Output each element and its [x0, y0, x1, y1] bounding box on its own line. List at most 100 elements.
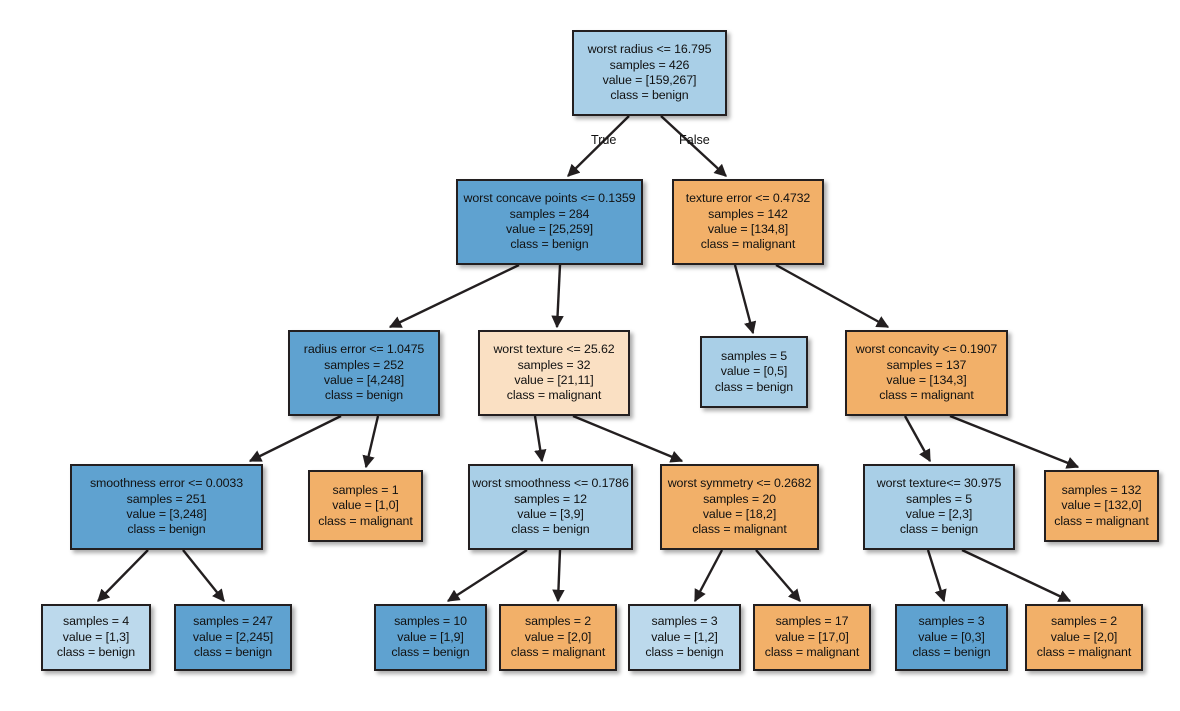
node-line: class = benign [324, 388, 404, 403]
node-line: worst radius <= 16.795 [587, 42, 712, 57]
node-line: texture error <= 0.4732 [685, 191, 811, 206]
node-line: value = [3,248] [126, 507, 207, 521]
node-line: worst smoothness <= 0.1786 [472, 476, 629, 491]
edge-concave-points-to-radius-error [388, 263, 520, 329]
edge-texture-error-to-worst-concavity [775, 263, 890, 329]
node-line: value = [3,9] [517, 507, 584, 521]
node-line: class = benign [391, 645, 470, 660]
node-line: value = [2,0] [524, 629, 592, 644]
node-line: samples = 17 [775, 614, 849, 629]
node-line: class = malignant [506, 388, 602, 403]
node-line: worst texture <= 25.62 [493, 342, 615, 357]
edge-worst-texture30-to-leaf2b [961, 548, 1072, 603]
node-line: samples = 284 [509, 206, 590, 221]
edge-label-false: False [679, 133, 710, 147]
node-line: samples = 3 [918, 614, 985, 629]
node-line: class = benign [899, 522, 979, 537]
node-line: value = [134,8] [707, 222, 789, 236]
edge-worst-texture30-to-leaf3b [926, 549, 947, 603]
node-line: value = [1,0] [332, 498, 399, 513]
node-line: samples = 132 [1061, 482, 1142, 497]
node-line: class = malignant [692, 522, 787, 537]
node-line: value = [134,3] [886, 373, 967, 387]
node-line: value = [159,267] [602, 73, 697, 87]
node-line: samples = 2 [524, 614, 592, 629]
node-line: class = malignant [510, 645, 606, 660]
node-line: samples = 2 [1050, 614, 1118, 629]
node-line: value = [0,5] [720, 364, 788, 379]
node-line: class = malignant [764, 645, 860, 660]
node-line: smoothness error <= 0.0033 [89, 476, 244, 491]
edge-smoothness-error-to-leaf247 [182, 549, 225, 602]
edge-worst-symmetry-to-leaf3a [693, 549, 724, 603]
node-line: value = [1,9] [397, 629, 464, 644]
node-line: value = [4,248] [323, 373, 405, 387]
edge-radius-error-to-smoothness-error [248, 414, 342, 463]
node-line: class = benign [714, 379, 794, 394]
edge-worst-smoothness-to-leaf2a [552, 549, 565, 603]
node-line: class = malignant [1054, 513, 1149, 528]
node-line: class = benign [56, 645, 136, 660]
node-line: value = [1,2] [651, 629, 718, 644]
node-line: class = benign [912, 645, 991, 660]
node-line: value = [2,0] [1050, 629, 1118, 644]
node-line: class = malignant [1036, 645, 1132, 660]
node-line: samples = 1 [332, 482, 399, 497]
edge-worst-concavity-to-leaf132 [949, 414, 1080, 469]
node-line: samples = 247 [193, 614, 273, 629]
node-line: value = [132,0] [1061, 498, 1142, 513]
node-line: value = [21,11] [514, 373, 594, 387]
node-line: samples = 142 [708, 206, 788, 221]
node-line: value = [25,259] [506, 222, 593, 236]
edge-smoothness-error-to-leaf4 [97, 549, 149, 602]
node-line: samples = 32 [517, 357, 591, 372]
node-line: worst texture<= 30.975 [876, 476, 1002, 491]
node-line: value = [0,3] [918, 629, 985, 644]
node-line: samples = 3 [651, 614, 718, 629]
edge-worst-smoothness-to-leaf10 [446, 548, 528, 603]
node-line: samples = 251 [126, 491, 207, 506]
node-line: class = malignant [700, 237, 796, 252]
node-line: value = [2,245] [192, 629, 274, 644]
edge-worst-concavity-to-worst-texture30 [903, 415, 932, 463]
node-line: samples = 5 [720, 348, 788, 363]
edge-texture-error-to-leaf5 [733, 264, 757, 335]
edge-worst-symmetry-to-leaf17 [755, 549, 801, 602]
node-line: worst concave points <= 0.1359 [463, 191, 636, 206]
node-line: radius error <= 1.0475 [303, 342, 425, 357]
node-line: value = [18,2] [702, 507, 777, 521]
node-line: class = benign [193, 645, 273, 660]
node-line: class = benign [510, 237, 589, 252]
node-line: samples = 12 [514, 491, 587, 506]
edge-radius-error-to-leaf1 [362, 415, 380, 469]
node-line: class = malignant [318, 513, 413, 528]
node-line: samples = 4 [62, 614, 130, 629]
edge-worst-texture-to-worst-symmetry [572, 414, 684, 463]
node-line: class = benign [645, 645, 724, 660]
edge-worst-texture-to-worst-smoothness [533, 415, 547, 463]
node-line: class = malignant [879, 388, 974, 403]
node-line: samples = 137 [886, 357, 967, 372]
node-line: value = [2,3] [905, 507, 973, 521]
